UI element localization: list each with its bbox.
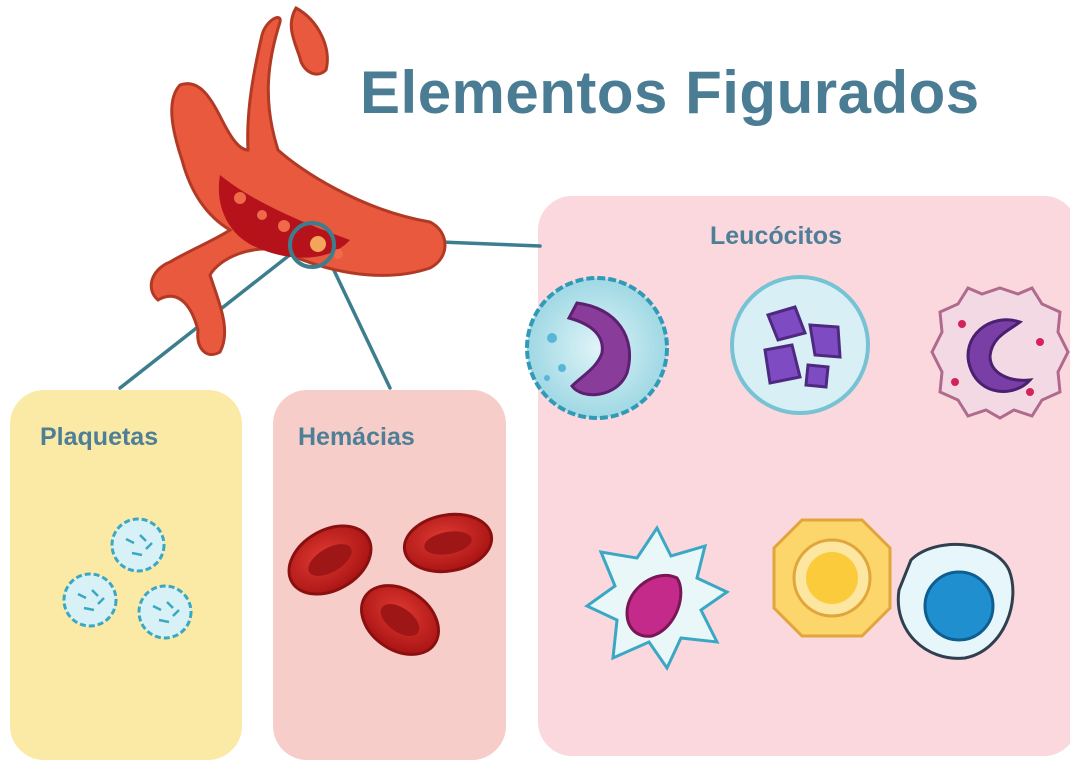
red-blood-cell-icon	[400, 508, 496, 578]
red-cells-group	[277, 508, 496, 669]
connector-hemacias	[330, 262, 390, 388]
basophil-icon	[732, 277, 868, 413]
eosinophil-icon	[932, 288, 1068, 418]
lymphocyte-icon	[774, 520, 890, 636]
platelet-icon	[112, 519, 164, 571]
macrophage-icon	[587, 528, 727, 668]
platelets-group	[64, 519, 191, 638]
red-blood-cell-icon	[348, 571, 451, 668]
label-leucocitos: Leucócitos	[710, 222, 842, 251]
platelet-icon	[139, 586, 191, 638]
monocyte-icon	[898, 544, 1013, 658]
neutrophil-icon	[527, 278, 667, 418]
label-plaquetas: Plaquetas	[40, 423, 158, 452]
label-hemacias: Hemácias	[298, 423, 415, 452]
platelet-icon	[64, 574, 116, 626]
page-title: Elementos Figurados	[360, 58, 980, 127]
leukocytes-group	[527, 277, 1068, 668]
